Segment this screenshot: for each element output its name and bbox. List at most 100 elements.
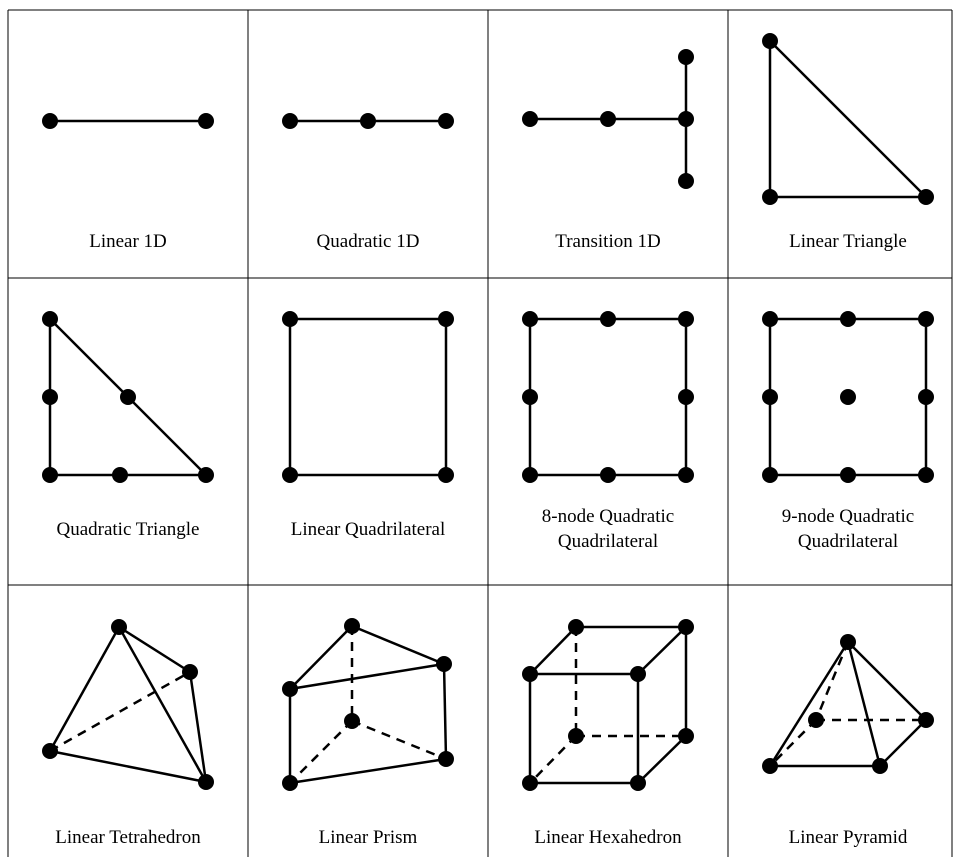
- edge: [351, 624, 445, 666]
- element-caption: Linear Hexahedron: [534, 827, 682, 848]
- node: [522, 775, 538, 791]
- node: [42, 743, 58, 759]
- node: [282, 113, 298, 129]
- edge: [289, 662, 445, 691]
- edge: [118, 625, 191, 674]
- element-caption: Linear 1D: [89, 231, 167, 252]
- node: [522, 666, 538, 682]
- edge: [48, 626, 121, 752]
- node: [111, 619, 127, 635]
- node: [182, 664, 198, 680]
- node: [918, 389, 934, 405]
- node: [918, 467, 934, 483]
- node: [762, 189, 778, 205]
- node: [282, 467, 298, 483]
- edge: [529, 626, 577, 675]
- node: [282, 681, 298, 697]
- edge: [637, 626, 687, 675]
- node: [344, 618, 360, 634]
- node: [678, 619, 694, 635]
- node: [282, 775, 298, 791]
- node: [678, 389, 694, 405]
- edge: [117, 626, 208, 783]
- element-caption: Linear Pyramid: [789, 827, 908, 848]
- node: [522, 311, 538, 327]
- element-linear-hexahedron: Linear Hexahedron: [522, 619, 694, 848]
- element-caption: Linear Triangle: [789, 231, 907, 252]
- node: [600, 467, 616, 483]
- node: [120, 389, 136, 405]
- edge: [442, 663, 448, 760]
- node: [568, 619, 584, 635]
- node: [678, 728, 694, 744]
- element-linear-prism: Linear Prism: [282, 618, 454, 848]
- node: [438, 311, 454, 327]
- node: [918, 712, 934, 728]
- element-caption: Quadratic Triangle: [56, 519, 199, 540]
- node: [42, 311, 58, 327]
- node: [198, 467, 214, 483]
- node: [762, 33, 778, 49]
- node: [438, 467, 454, 483]
- hidden-edge: [49, 670, 191, 753]
- node: [438, 113, 454, 129]
- element-quadratic-triangle: Quadratic Triangle: [42, 311, 214, 540]
- element-linear-triangle: Linear Triangle: [762, 33, 934, 252]
- edge: [879, 719, 927, 767]
- node: [600, 111, 616, 127]
- element-linear-tetrahedron: Linear Tetrahedron: [42, 619, 214, 848]
- edge: [188, 671, 208, 783]
- edge: [769, 40, 927, 198]
- node: [762, 311, 778, 327]
- node: [282, 311, 298, 327]
- element-linear-quadrilateral: Linear Quadrilateral: [282, 311, 454, 540]
- node: [678, 49, 694, 65]
- node: [360, 113, 376, 129]
- node: [198, 774, 214, 790]
- node: [840, 634, 856, 650]
- hidden-edge: [351, 719, 447, 761]
- node: [872, 758, 888, 774]
- node: [42, 389, 58, 405]
- element-linear-1d: Linear 1D: [42, 113, 214, 252]
- node: [600, 311, 616, 327]
- edge: [289, 757, 447, 785]
- element-caption: Linear Prism: [319, 827, 418, 848]
- node: [808, 712, 824, 728]
- element-transition-1d: Transition 1D: [522, 49, 694, 252]
- node: [918, 189, 934, 205]
- node: [630, 666, 646, 682]
- element-caption: Linear Quadrilateral: [291, 519, 446, 540]
- node: [522, 467, 538, 483]
- element-linear-pyramid: Linear Pyramid: [762, 634, 934, 848]
- node: [840, 389, 856, 405]
- node: [436, 656, 452, 672]
- node: [522, 389, 538, 405]
- node: [678, 467, 694, 483]
- node: [840, 311, 856, 327]
- node: [42, 467, 58, 483]
- node: [762, 389, 778, 405]
- element-caption: Quadratic 1D: [317, 231, 420, 252]
- node: [630, 775, 646, 791]
- edge: [637, 735, 687, 784]
- node: [918, 311, 934, 327]
- hidden-edge: [814, 641, 850, 721]
- hidden-edge: [529, 735, 577, 784]
- element-caption: Transition 1D: [555, 231, 660, 252]
- node: [112, 467, 128, 483]
- edge: [847, 641, 927, 721]
- element-caption: 9-node Quadratic: [782, 506, 914, 527]
- node: [568, 728, 584, 744]
- node: [678, 111, 694, 127]
- node: [840, 467, 856, 483]
- node: [762, 758, 778, 774]
- edge: [289, 625, 353, 690]
- hidden-edge: [769, 719, 817, 767]
- edge: [768, 641, 850, 767]
- node: [438, 751, 454, 767]
- edge: [49, 749, 207, 784]
